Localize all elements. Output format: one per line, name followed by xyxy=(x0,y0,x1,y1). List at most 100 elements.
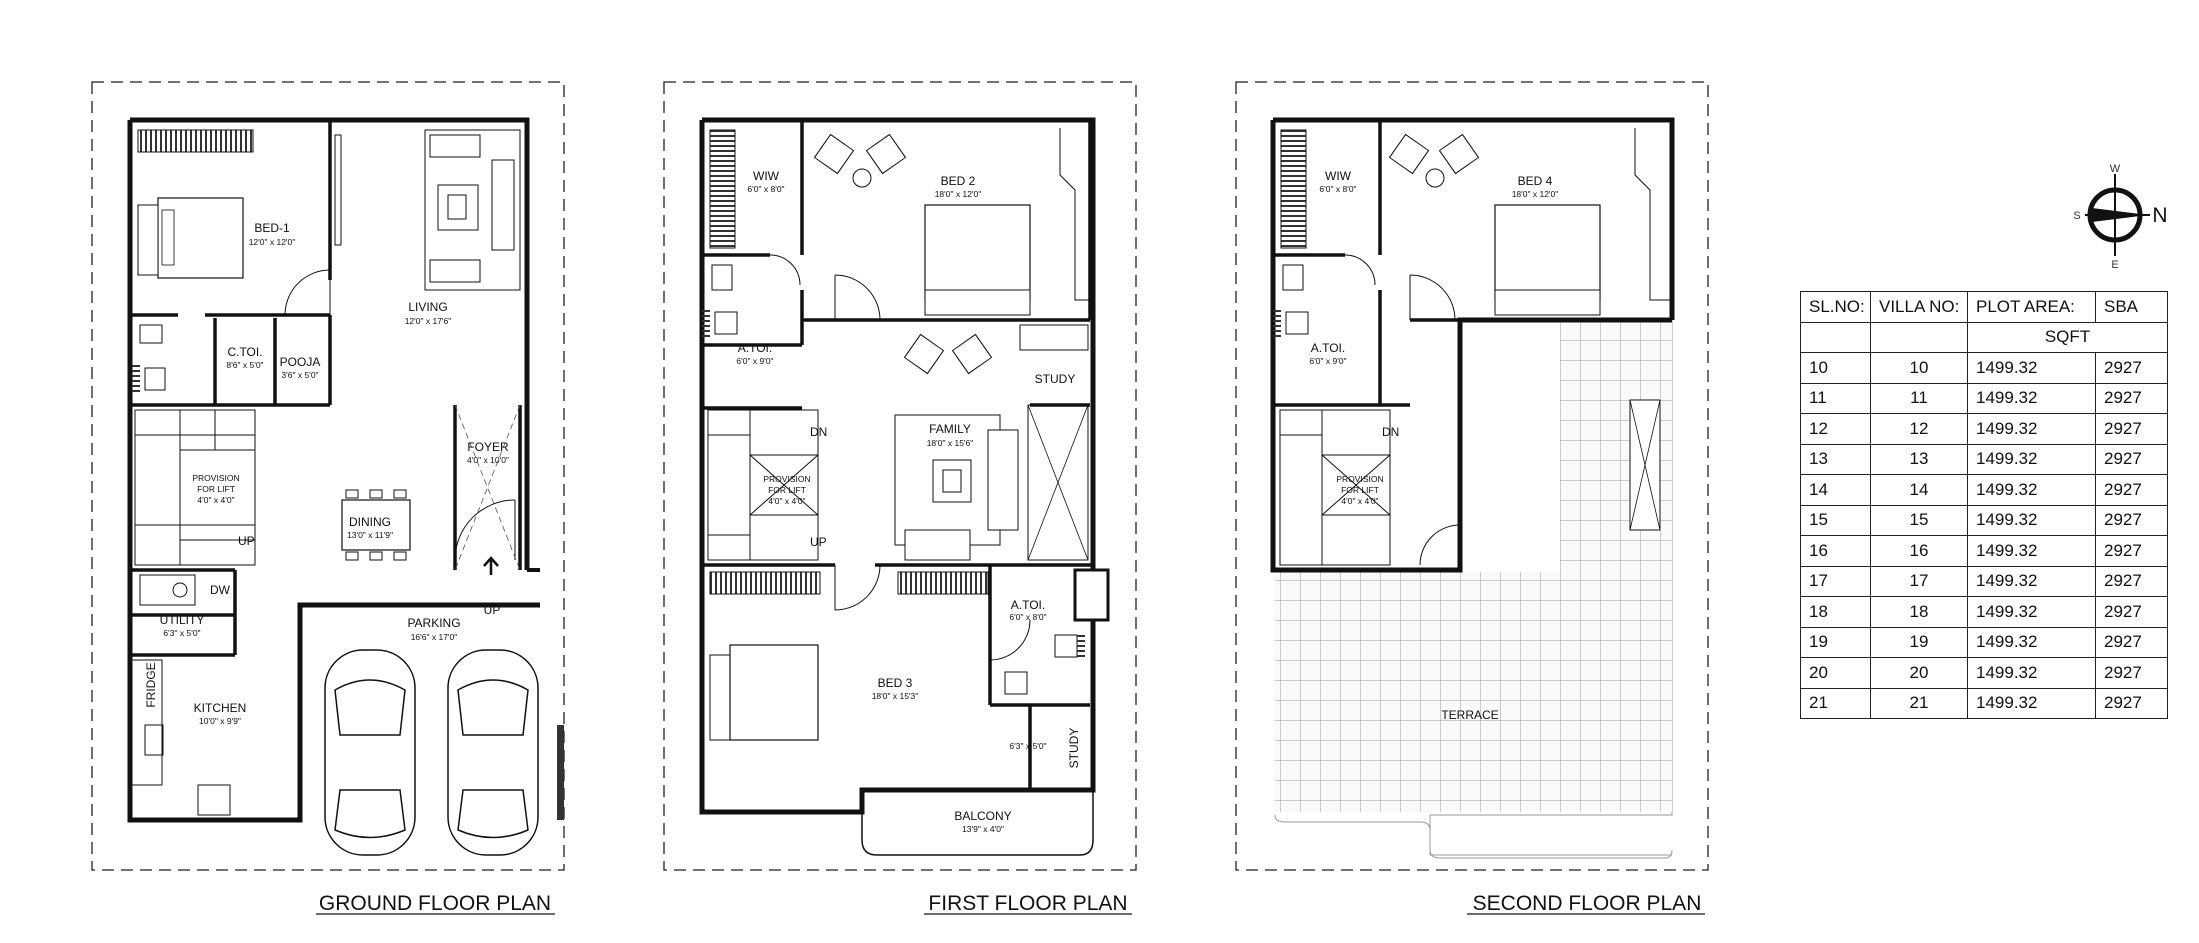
first-lift-label-2: FOR LIFT xyxy=(768,485,806,495)
ground-floor-plan xyxy=(91,81,565,871)
utility-dim: 6'3" x 5'0" xyxy=(163,628,200,638)
second-wiw-label: WIW xyxy=(1325,169,1352,183)
cell-sl-no: 21 xyxy=(1800,687,1871,719)
cell-villa-no: 14 xyxy=(1870,474,1968,506)
second-floor-plan xyxy=(1235,81,1709,871)
header-villa-no: VILLA NO: xyxy=(1870,291,1968,323)
kitchen-label: KITCHEN xyxy=(194,701,247,715)
dining-label: DINING xyxy=(349,515,391,529)
cell-sba: 2927 xyxy=(2095,626,2168,658)
first-plot-boundary xyxy=(663,81,1137,871)
living-label: LIVING xyxy=(408,300,447,314)
header-sl-no: SL.NO: xyxy=(1800,291,1871,323)
cell-sba: 2927 xyxy=(2095,352,2168,384)
cell-villa-no: 21 xyxy=(1870,687,1968,719)
ground-floor-title: GROUND FLOOR PLAN xyxy=(319,892,551,915)
bed3-dim: 18'0" x 15'3" xyxy=(872,691,919,701)
cell-sl-no: 10 xyxy=(1800,352,1871,384)
fridge-label: FRIDGE xyxy=(144,662,158,707)
header-sba: SBA xyxy=(2095,291,2168,323)
cell-plot-area: 1499.32 xyxy=(1967,352,2096,384)
first-atoi-2-label: A.TOI. xyxy=(1011,598,1045,612)
cell-villa-no: 11 xyxy=(1870,382,1968,414)
cell-sl-no: 20 xyxy=(1800,657,1871,689)
cell-villa-no: 17 xyxy=(1870,565,1968,597)
cell-sba: 2927 xyxy=(2095,535,2168,567)
cell-plot-area: 1499.32 xyxy=(1967,504,2096,536)
cell-plot-area: 1499.32 xyxy=(1967,535,2096,567)
cell-sl-no: 12 xyxy=(1800,413,1871,445)
bed4-dim: 18'0" x 12'0" xyxy=(1512,189,1559,199)
first-lift-dim: 4'0" x 4'0" xyxy=(768,496,805,506)
cell-plot-area: 1499.32 xyxy=(1967,382,2096,414)
cell-plot-area: 1499.32 xyxy=(1967,565,2096,597)
bed1-dim: 12'0" x 12'0" xyxy=(249,237,296,247)
header-plot-area: PLOT AREA: xyxy=(1967,291,2096,323)
cell-sba: 2927 xyxy=(2095,382,2168,414)
cell-plot-area: 1499.32 xyxy=(1967,443,2096,475)
first-wiw-label: WIW xyxy=(753,169,780,183)
cell-sl-no: 14 xyxy=(1800,474,1871,506)
compass-e: E xyxy=(2111,259,2118,270)
parked-car-1 xyxy=(324,649,416,856)
study-2-label: STUDY xyxy=(1067,728,1081,769)
second-plot-boundary xyxy=(1235,81,1709,871)
bed2-label: BED 2 xyxy=(941,174,976,188)
parking-dim: 16'6" x 17'0" xyxy=(411,632,458,642)
compass-n: N xyxy=(2152,204,2167,227)
bed2-dim: 18'0" x 12'0" xyxy=(935,189,982,199)
cell-sba: 2927 xyxy=(2095,565,2168,597)
ground-lift-label-2: FOR LIFT xyxy=(197,484,235,494)
second-labels: WIW 6'0" x 8'0" BED 4 18'0" x 12'0" A.TO… xyxy=(1309,169,1558,722)
cell-plot-area: 1499.32 xyxy=(1967,657,2096,689)
cell-villa-no: 10 xyxy=(1870,352,1968,384)
study-1-label: STUDY xyxy=(1035,372,1076,386)
second-lift-label-1: PROVISION xyxy=(1336,474,1383,484)
terrace-label: TERRACE xyxy=(1441,708,1498,722)
terrace-tiles xyxy=(1275,572,1672,812)
first-atoi-2-dim: 6'0" x 8'0" xyxy=(1009,612,1046,622)
first-atoi-1-dim: 6'0" x 9'0" xyxy=(736,356,773,366)
cell-sba: 2927 xyxy=(2095,443,2168,475)
ground-lift-dim: 4'0" x 4'0" xyxy=(197,495,234,505)
cell-sl-no: 15 xyxy=(1800,504,1871,536)
first-atoi-1-label: A.TOI. xyxy=(738,341,772,355)
bed3-label: BED 3 xyxy=(878,676,913,690)
cell-villa-no: 18 xyxy=(1870,596,1968,628)
pooja-dim: 3'6" x 5'0" xyxy=(281,370,318,380)
ground-labels: BED-1 12'0" x 12'0" LIVING 12'0" x 17'6"… xyxy=(144,221,509,726)
second-dn-label: DN xyxy=(1382,425,1399,439)
cell-sl-no: 19 xyxy=(1800,626,1871,658)
cell-plot-area: 1499.32 xyxy=(1967,474,2096,506)
first-lift-label-1: PROVISION xyxy=(763,474,810,484)
cell-plot-area: 1499.32 xyxy=(1967,596,2096,628)
cell-sba: 2927 xyxy=(2095,413,2168,445)
compass-s: S xyxy=(2073,210,2080,222)
second-atoi-label: A.TOI. xyxy=(1311,341,1345,355)
dw-label: DW xyxy=(210,583,231,597)
foyer-dim: 4'0" x 10'0" xyxy=(467,455,509,465)
second-lift-label-2: FOR LIFT xyxy=(1341,485,1379,495)
pooja-label: POOJA xyxy=(280,355,321,369)
cell-sba: 2927 xyxy=(2095,657,2168,689)
first-floor-title: FIRST FLOOR PLAN xyxy=(928,892,1127,915)
ground-plot-boundary xyxy=(91,81,565,871)
cell-sba: 2927 xyxy=(2095,687,2168,719)
table-header-row: SL.NO: VILLA NO: PLOT AREA: SBA xyxy=(1800,291,2168,323)
cell-plot-area: 1499.32 xyxy=(1967,413,2096,445)
compass-w: W xyxy=(2110,163,2121,175)
cell-villa-no: 19 xyxy=(1870,626,1968,658)
cell-plot-area: 1499.32 xyxy=(1967,626,2096,658)
table-unit-row: SQFT xyxy=(1800,321,2168,353)
unit-sqft: SQFT xyxy=(1967,321,2168,353)
first-up-label: UP xyxy=(810,535,827,549)
